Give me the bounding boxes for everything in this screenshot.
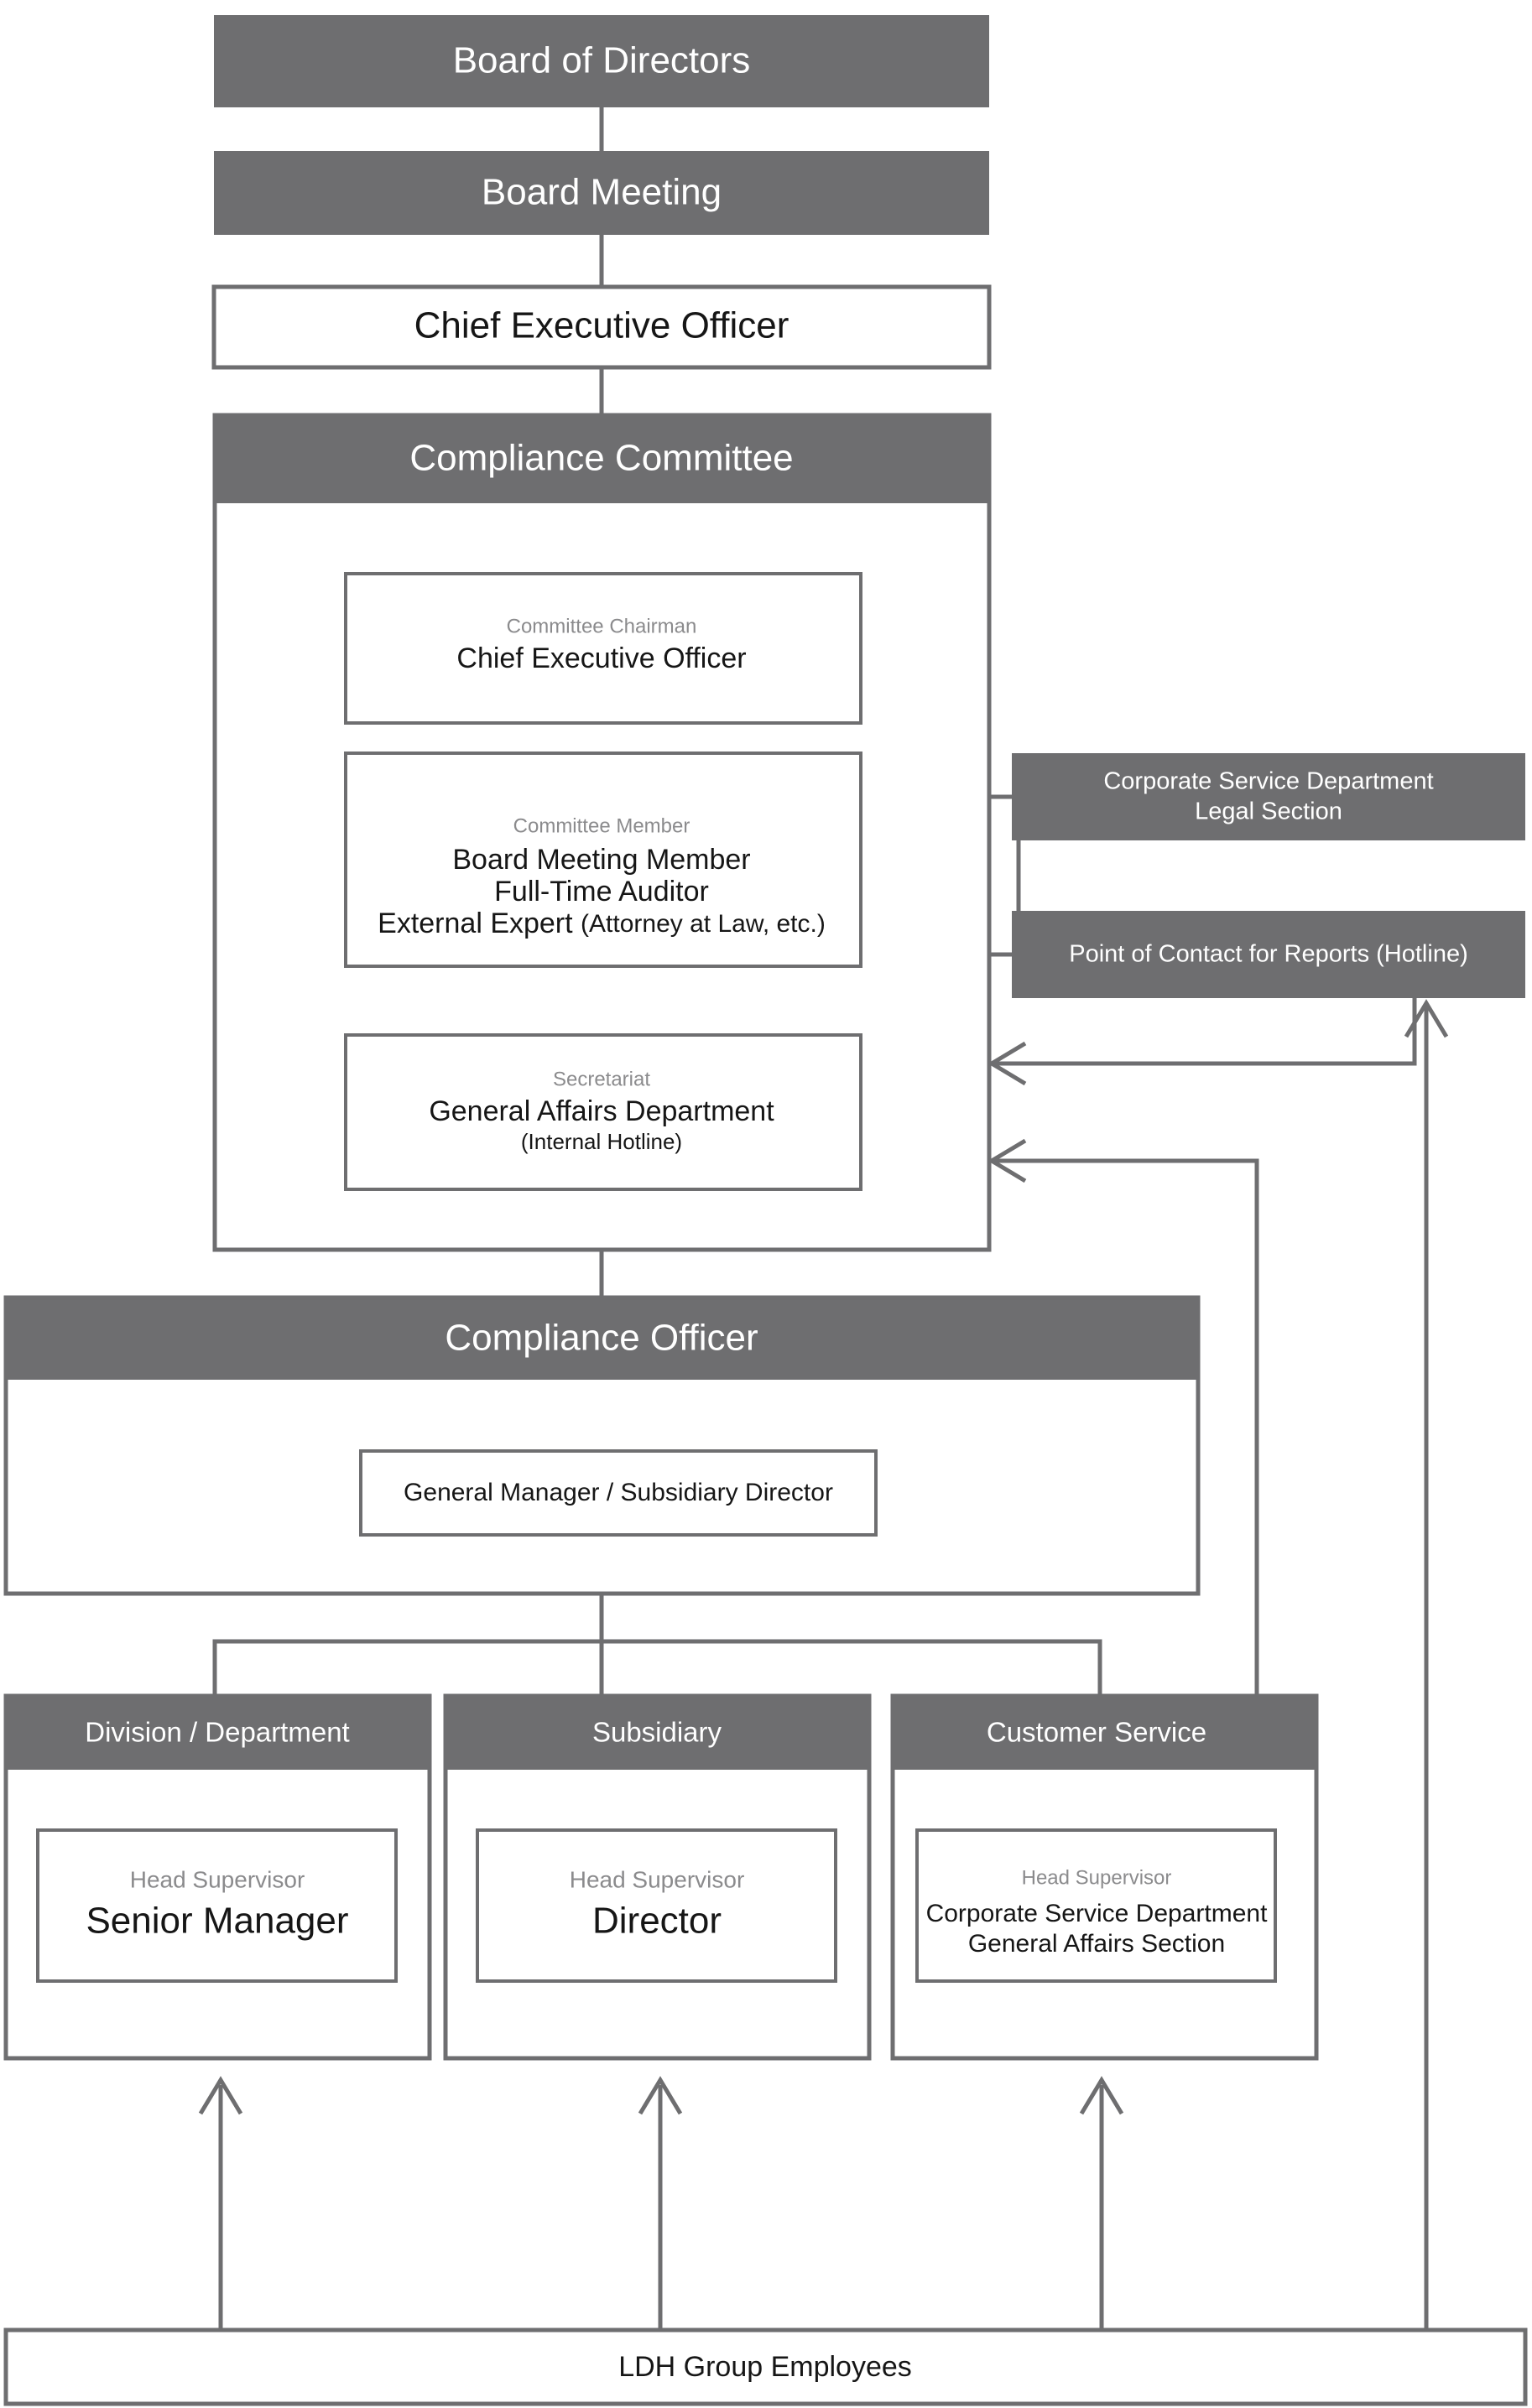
node-board-of-directors[interactable]: Board of Directors xyxy=(214,15,989,107)
committee-member-external-expert: External Expert xyxy=(378,908,573,939)
node-customer-service[interactable]: Customer Service Head Supervisor Corpora… xyxy=(890,1693,1319,2061)
node-senior-manager[interactable]: Head Supervisor Senior Manager xyxy=(36,1828,398,1983)
hotline-to-committee-arrow xyxy=(987,998,1417,1086)
senior-manager-name-label: Senior Manager xyxy=(86,1901,348,1942)
legal-section-line-2: Legal Section xyxy=(1195,798,1342,825)
connector-lines xyxy=(198,107,1449,2330)
node-committee-chairman[interactable]: Committee Chairman Chief Executive Offic… xyxy=(344,572,862,725)
customer-service-header-label: Customer Service xyxy=(987,1717,1206,1748)
employee-report-arrows xyxy=(198,2076,1124,2330)
node-ldh-group-employees[interactable]: LDH Group Employees xyxy=(3,2327,1528,2406)
node-legal-section[interactable]: Corporate Service Department Legal Secti… xyxy=(1012,753,1525,840)
committee-chairman-role-label: Committee Chairman xyxy=(507,615,697,637)
customer-service-to-committee-arrow xyxy=(987,1138,1259,1696)
committee-member-external-expert-note: (Attorney at Law, etc.) xyxy=(581,910,826,938)
compliance-officer-header-label: Compliance Officer xyxy=(445,1318,758,1359)
general-affairs-section-line-2: General Affairs Section xyxy=(968,1930,1225,1958)
node-board-meeting[interactable]: Board Meeting xyxy=(214,151,989,235)
committee-member-line-3: External Expert (Attorney at Law, etc.) xyxy=(378,908,826,939)
senior-manager-role-label: Head Supervisor xyxy=(130,1866,305,1892)
node-director[interactable]: Head Supervisor Director xyxy=(476,1828,837,1983)
committee-member-line-1: Board Meeting Member xyxy=(452,844,750,876)
node-compliance-officer[interactable]: Compliance Officer General Manager / Sub… xyxy=(3,1295,1201,1596)
board-of-directors-label: Board of Directors xyxy=(453,40,751,81)
director-role-label: Head Supervisor xyxy=(570,1866,745,1892)
node-hotline[interactable]: Point of Contact for Reports (Hotline) xyxy=(1012,911,1525,998)
subsidiary-header-label: Subsidiary xyxy=(592,1717,722,1748)
general-manager-label: General Manager / Subsidiary Director xyxy=(404,1479,833,1506)
hotline-label: Point of Contact for Reports (Hotline) xyxy=(1069,941,1467,968)
committee-member-role-label: Committee Member xyxy=(513,814,690,837)
ldh-group-employees-label: LDH Group Employees xyxy=(618,2351,912,2383)
director-name-label: Director xyxy=(592,1901,722,1942)
secretariat-line-1: General Affairs Department xyxy=(429,1095,774,1127)
node-division-department[interactable]: Division / Department Head Supervisor Se… xyxy=(3,1693,432,2061)
legal-section-line-1: Corporate Service Department xyxy=(1103,768,1433,795)
board-meeting-label: Board Meeting xyxy=(482,172,722,213)
secretariat-role-label: Secretariat xyxy=(553,1068,650,1090)
committee-member-line-2: Full-Time Auditor xyxy=(494,876,709,908)
committee-chairman-name-label: Chief Executive Officer xyxy=(456,642,746,674)
general-affairs-section-role-label: Head Supervisor xyxy=(1022,1866,1172,1889)
division-department-header-label: Division / Department xyxy=(85,1717,349,1748)
secretariat-line-2: (Internal Hotline) xyxy=(521,1129,682,1154)
chief-executive-officer-label: Chief Executive Officer xyxy=(414,305,789,346)
node-subsidiary[interactable]: Subsidiary Head Supervisor Director xyxy=(443,1693,872,2061)
node-secretariat[interactable]: Secretariat General Affairs Department (… xyxy=(344,1033,862,1191)
compliance-committee-header-label: Compliance Committee xyxy=(409,438,793,479)
node-compliance-committee[interactable]: Compliance Committee Committee Chairman … xyxy=(212,413,992,1252)
general-affairs-section-line-1: Corporate Service Department xyxy=(926,1900,1269,1927)
employees-to-hotline-arrow xyxy=(1404,999,1449,2330)
node-general-affairs-section[interactable]: Head Supervisor Corporate Service Depart… xyxy=(915,1828,1277,1983)
node-general-manager[interactable]: General Manager / Subsidiary Director xyxy=(359,1449,878,1537)
node-committee-member[interactable]: Committee Member Board Meeting Member Fu… xyxy=(344,752,862,968)
node-chief-executive-officer[interactable]: Chief Executive Officer xyxy=(211,284,992,370)
